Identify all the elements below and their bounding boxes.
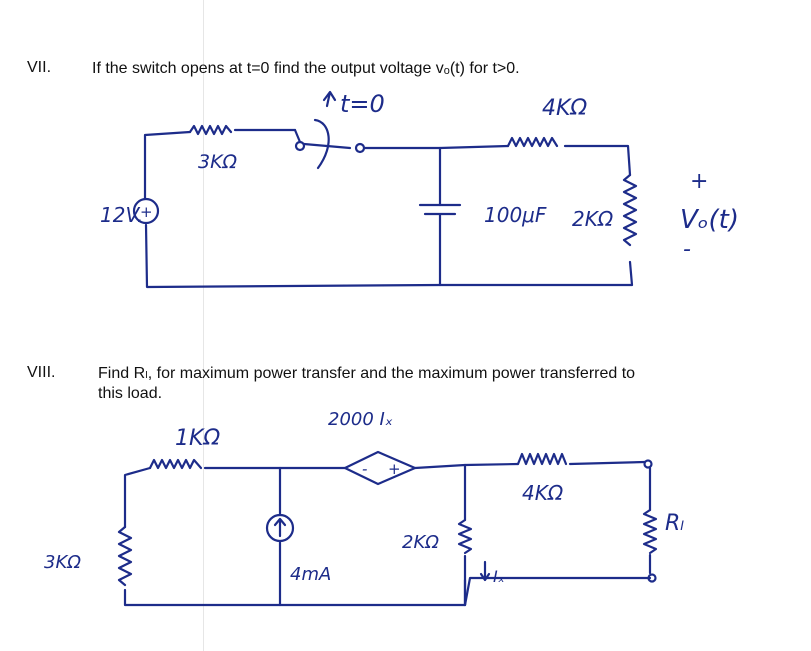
c7-resistor-2k <box>622 173 638 247</box>
c7-r1-label: 3KΩ <box>198 151 238 173</box>
c8-current-source-label: 4mA <box>290 564 331 585</box>
question-7-text: If the switch opens at t=0 find the outp… <box>92 60 520 77</box>
question-8-number: VIII. <box>27 364 56 381</box>
c7-switch-blade <box>302 142 352 150</box>
c8-resistor-1k <box>148 458 203 470</box>
c8-rl-label: Rₗ <box>665 511 684 536</box>
c7-voltage-source <box>132 197 160 225</box>
c8-resistor-2k <box>457 518 473 555</box>
c8-current-source-arrow <box>273 517 287 538</box>
c8-current-source <box>265 513 295 543</box>
c7-r2-label: 4KΩ <box>542 96 587 121</box>
c7-rload-label: 2KΩ <box>572 207 614 231</box>
c8-r1-label: 1KΩ <box>175 426 220 451</box>
c8-dependent-source-label: 2000 Iₓ <box>328 409 393 430</box>
c8-wire-dep-r4 <box>413 462 520 470</box>
c7-bottom-wire <box>144 223 634 289</box>
c8-r4-label: 4KΩ <box>522 481 564 505</box>
c8-bottom-wire-right <box>463 576 652 607</box>
c7-source-sign: + <box>140 203 153 221</box>
c7-resistor-4k <box>506 136 559 148</box>
c8-dep-minus: - <box>362 460 367 478</box>
c8-terminal-bottom <box>647 573 657 583</box>
c8-resistor-3k <box>117 525 133 587</box>
c7-vo-label: Vₒ(t) <box>680 205 739 235</box>
c8-terminal-top <box>643 459 653 469</box>
c8-wire-r4-terminal <box>568 460 647 466</box>
c7-switch-contact-right <box>354 142 366 154</box>
question-8-text-line1: Find Rₗ, for maximum power transfer and … <box>98 365 636 382</box>
c7-left-wire-top <box>143 130 192 200</box>
c7-switch-arc <box>313 118 330 170</box>
c7-resistor-3k <box>188 124 233 136</box>
c7-minus-sign: - <box>683 237 691 262</box>
c8-r2-label: 2KΩ <box>402 532 439 553</box>
circuit-7: 12V. + 3KΩ t=0 4KΩ 100μF 2KΩ + Vₒ(t) - <box>100 90 739 289</box>
c7-switch-lead <box>293 128 302 144</box>
c8-dependent-source <box>343 450 417 486</box>
c8-resistor-rl <box>642 508 658 555</box>
c7-switch-label: t=0 <box>340 90 385 118</box>
c8-ix-arrow <box>479 560 491 582</box>
c8-r3-label: 3KΩ <box>44 552 81 573</box>
c8-left-wire-top <box>123 466 152 529</box>
c8-ix-label: Iₓ <box>493 567 505 586</box>
c8-resistor-4k <box>516 452 568 466</box>
c8-dep-plus: + <box>388 460 401 478</box>
c7-wire-r2-rload <box>563 144 632 177</box>
question-7-number: VII. <box>27 59 52 76</box>
circuit-8: 1KΩ 2000 Iₓ - + 4KΩ Rₗ 3KΩ 4mA 2KΩ Iₓ <box>44 409 684 607</box>
c7-switch-arrow <box>322 90 337 108</box>
question-8-text-line2: this load. <box>98 385 163 402</box>
c7-source-voltage-label: 12V. <box>100 203 143 227</box>
c7-cap-label: 100μF <box>484 203 547 227</box>
page-guide-line <box>203 0 204 651</box>
c7-plus-sign: + <box>690 169 708 194</box>
c7-switch-contact-left <box>294 140 306 152</box>
c7-wire-switch-r2 <box>363 144 510 150</box>
